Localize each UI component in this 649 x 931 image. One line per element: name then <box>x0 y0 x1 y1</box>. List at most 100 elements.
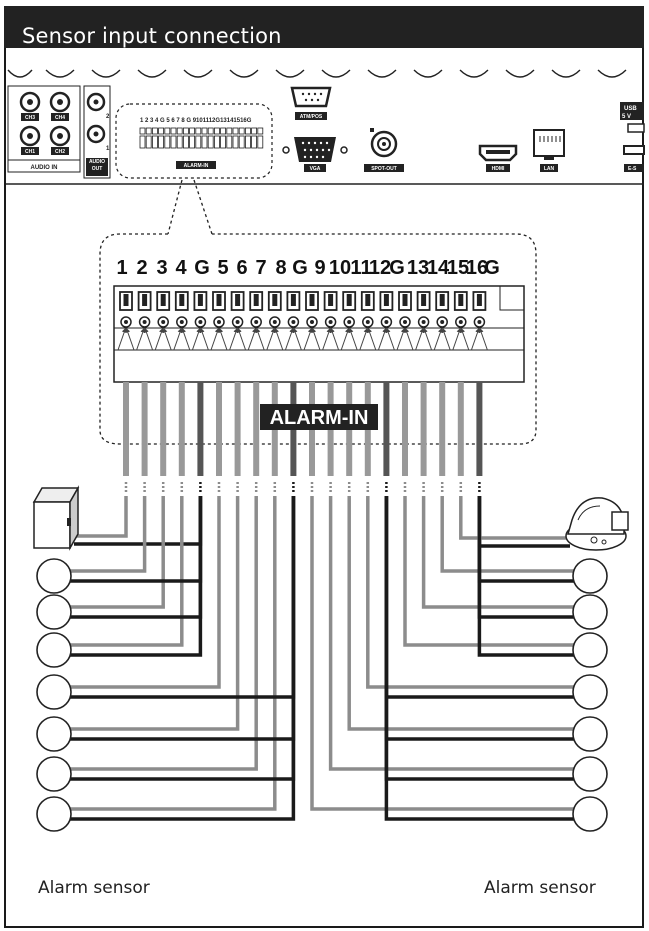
small-terminal-slot <box>220 135 227 149</box>
usb-port: USB 5 V <box>620 102 645 133</box>
signal-wire <box>60 496 147 573</box>
channel-label: CH2 <box>55 149 65 155</box>
atm-pos-port: ATM/POS <box>290 86 332 120</box>
signal-wire <box>310 496 588 811</box>
alarm-sensor-icon <box>36 594 72 630</box>
terminal-pin-slot <box>253 294 259 306</box>
signal-wire <box>60 496 240 731</box>
terminal-screw-center <box>235 320 240 324</box>
signal-wire <box>421 496 588 609</box>
arrow-icon <box>237 327 247 351</box>
audio-in-label: AUDIO IN <box>31 165 58 171</box>
ground-wire <box>60 496 296 821</box>
channel-label: CH1 <box>25 149 35 155</box>
terminal-pin-slot <box>309 294 315 306</box>
arrow-icon <box>452 327 462 351</box>
terminal-screw-center <box>254 320 259 324</box>
terminal-screw-center <box>458 320 463 324</box>
usb-power-label: 5 V <box>622 114 631 120</box>
pin-label: G <box>292 257 308 279</box>
ground-wire <box>60 496 203 619</box>
small-terminal-slot <box>139 135 146 149</box>
arrow-icon <box>330 327 340 351</box>
lan-label: LAN <box>544 166 555 172</box>
small-terminal-pin <box>151 127 158 135</box>
arrow-icon <box>423 327 433 351</box>
arrow-icon <box>136 327 146 351</box>
atm-pos-label: ATM/POS <box>300 114 323 120</box>
pin-label: 7 <box>255 257 266 279</box>
alarm-in-small-terminal: 1 2 3 4 G 5 6 7 8 G 9101112G13141516G AL… <box>115 103 273 179</box>
small-terminal-pin <box>238 127 245 135</box>
small-terminal-slot <box>251 135 258 149</box>
alarm-sensor-icon <box>36 716 72 752</box>
terminal-screw-center <box>198 320 203 324</box>
wire-stub <box>476 382 483 476</box>
arrow-icon <box>396 327 406 351</box>
alarm-sensor-icon <box>572 632 608 668</box>
pin-label: 2 <box>136 257 147 279</box>
terminal-pin-slot <box>439 294 445 306</box>
terminal-pin-slot <box>383 294 389 306</box>
small-terminal-slot <box>207 135 214 149</box>
arrow-icon <box>144 327 154 351</box>
alarm-sensor-icon <box>572 558 608 594</box>
arrow-icon <box>470 327 480 351</box>
terminal-pin-slot <box>346 294 352 306</box>
vga-label: VGA <box>310 166 321 172</box>
signal-wire <box>60 496 165 609</box>
small-terminal-pin <box>207 127 214 135</box>
signal-wire <box>60 496 184 647</box>
alarm-sensor-icon <box>36 674 72 710</box>
ground-wire <box>60 496 203 583</box>
small-terminal-slot <box>213 135 220 149</box>
arrow-icon <box>255 327 265 351</box>
terminal-pin-slot <box>328 294 334 306</box>
ground-wire <box>60 496 296 781</box>
terminal-pin-slot <box>365 294 371 306</box>
arrow-icon <box>367 327 377 351</box>
small-terminal-slot <box>176 135 183 149</box>
panel-top-edge <box>7 69 627 78</box>
small-terminal-pin <box>145 127 152 135</box>
arrow-icon <box>441 327 451 351</box>
small-terminal-pin <box>213 127 220 135</box>
hdmi-port: HDMI <box>478 144 518 172</box>
terminal-screw-center <box>142 320 147 324</box>
wire-stub <box>253 382 260 476</box>
alarm-sensor-icon <box>572 756 608 792</box>
spot-out-port: SPOT-OUT <box>364 128 404 172</box>
arrow-icon <box>415 327 425 351</box>
pin-label: 5 <box>217 257 228 279</box>
signal-wire <box>347 496 588 731</box>
esata-label: E-S <box>628 166 637 172</box>
pin-label: 6 <box>236 257 247 279</box>
pin-label: G <box>194 257 210 279</box>
small-terminal-pin <box>226 127 233 135</box>
terminal-screw-center <box>217 320 221 324</box>
small-terminal-pin <box>220 127 227 135</box>
audio-in-block: CH3 CH4 CH1 CH2 AUDIO IN <box>7 85 81 173</box>
small-terminal-slot <box>226 135 233 149</box>
terminal-screw-center <box>124 320 128 324</box>
zoom-indicator <box>99 179 537 445</box>
pin-label: 16 <box>466 257 488 279</box>
ground-wire <box>477 496 570 548</box>
wire-stub <box>383 382 390 476</box>
small-terminal-slot <box>145 135 152 149</box>
terminal-screw-center <box>384 320 389 324</box>
terminal-screw-center <box>421 320 426 324</box>
small-terminal-slot <box>189 135 196 149</box>
alarm-sensor-icon <box>572 796 608 832</box>
pin-label: 12 <box>369 257 391 279</box>
terminal-pin-slot <box>197 294 203 306</box>
signal-wire <box>60 496 277 811</box>
arrow-icon <box>359 327 369 351</box>
arrow-icon <box>284 327 294 351</box>
terminal-screw-center <box>347 320 352 324</box>
ground-wire <box>384 496 588 821</box>
wire-stub <box>141 382 148 476</box>
pin-label: 13 <box>407 257 429 279</box>
small-terminal-pin <box>257 127 264 135</box>
